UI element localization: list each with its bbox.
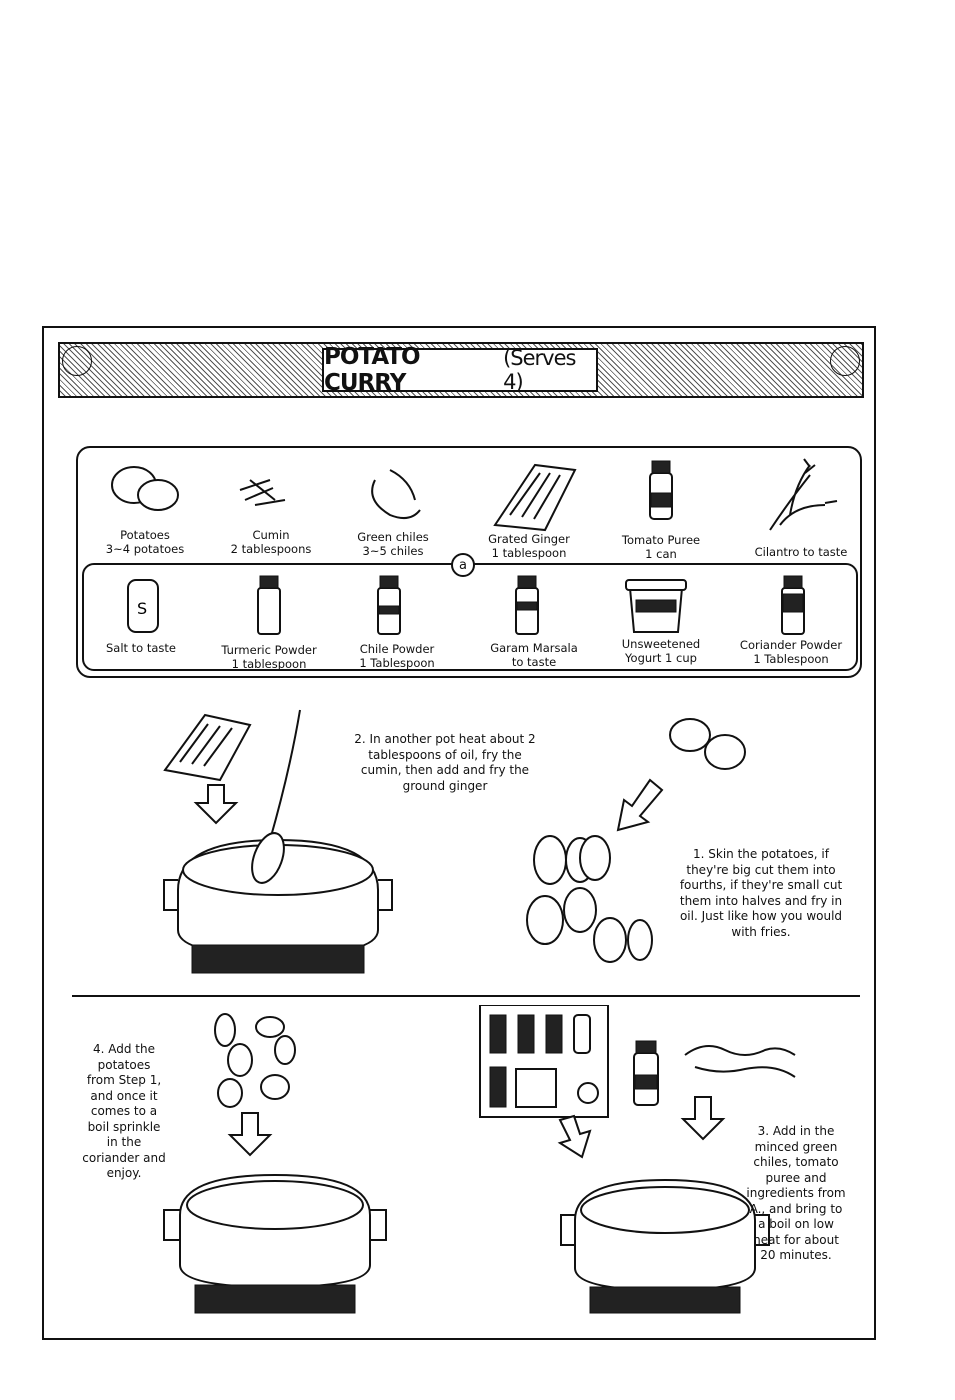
ingredient-chile-powder: Chile Powder 1 Tablespoon: [359, 642, 435, 670]
grater-icon: [163, 713, 252, 782]
ingredient-coriander-powder: Coriander Powder 1 Tablespoon: [739, 638, 843, 666]
arrow-down-icon: [616, 778, 664, 832]
serves-text: (Serves 4): [503, 346, 576, 394]
salt-shaker-icon: S: [127, 579, 159, 633]
steps-divider: [72, 995, 860, 997]
chiles-icon: [371, 469, 421, 520]
spice-jar-icon: [515, 575, 539, 635]
bottle-icon: [649, 460, 673, 520]
arrow-down-icon: [557, 1114, 592, 1159]
ingredient-turmeric: Turmeric Powder 1 tablespoon: [221, 643, 317, 671]
ingredient-garam-marsala: Garam Marsala to taste: [490, 641, 578, 669]
ingredient-tomato-puree: Tomato Puree 1 can: [621, 533, 701, 561]
spice-jar-icon: [377, 575, 401, 635]
ingredient-grated-ginger: Grated Ginger 1 tablespoon: [488, 532, 570, 560]
pot-icon: [560, 1178, 770, 1314]
arrow-down-icon: [227, 1112, 273, 1157]
steps-upper-illustrations: [163, 709, 746, 974]
arrow-down-icon: [193, 784, 239, 825]
svg-text:S: S: [137, 599, 147, 618]
ingredient-potatoes: Potatoes 3~4 potatoes: [105, 528, 185, 556]
spice-jar-icon: [257, 575, 281, 635]
potato-pieces-icon: [526, 835, 653, 963]
ingredient-cilantro: Cilantro to taste: [754, 545, 848, 559]
potatoes-icon: [111, 466, 179, 511]
bottle-icon: [633, 1040, 659, 1106]
spoon-icon: [251, 709, 301, 884]
steps-lower-illustrations: [163, 1005, 796, 1314]
yogurt-tub-icon: [625, 579, 687, 633]
grater-icon: [493, 463, 577, 532]
cumin-icon: [239, 479, 286, 506]
ingredient-icons-row: [111, 458, 838, 532]
ingredient-yogurt: Unsweetened Yogurt 1 cup: [621, 637, 701, 665]
recipe-frame: [42, 326, 876, 1340]
ornament-icon: [62, 346, 92, 376]
potato-pieces-icon: [214, 1013, 296, 1108]
group-a-marker: a: [451, 553, 475, 577]
spice-jar-icon: [781, 575, 805, 635]
ingredient-green-chiles: Green chiles 3~5 chiles: [357, 530, 429, 558]
potatoes-icon: [669, 718, 746, 770]
ingredient-cumin: Cumin 2 tablespoons: [230, 528, 312, 556]
step-3-text: 3. Add in the minced green chiles, tomat…: [746, 1124, 846, 1262]
ingredients-panel: [76, 446, 862, 678]
spices-tray-icon: [479, 1005, 609, 1118]
arrow-down-icon: [680, 1096, 726, 1141]
recipe-title: POTATO CURRY (Serves 4): [322, 344, 598, 396]
title-text: POTATO CURRY: [324, 344, 421, 396]
step-4-text: 4. Add the potatoes from Step 1, and onc…: [82, 1042, 166, 1180]
step-1-text: 1. Skin the potatoes, if they're big cut…: [679, 847, 843, 939]
ornament-icon: [830, 346, 860, 376]
step-2-text: 2. In another pot heat about 2 tablespoo…: [354, 732, 536, 793]
group-a-icons-row: S: [127, 575, 805, 635]
cilantro-icon: [769, 458, 838, 531]
ingredient-salt: Salt to taste: [105, 641, 177, 655]
pot-icon: [163, 1173, 387, 1314]
chiles-icon: [684, 1045, 796, 1078]
